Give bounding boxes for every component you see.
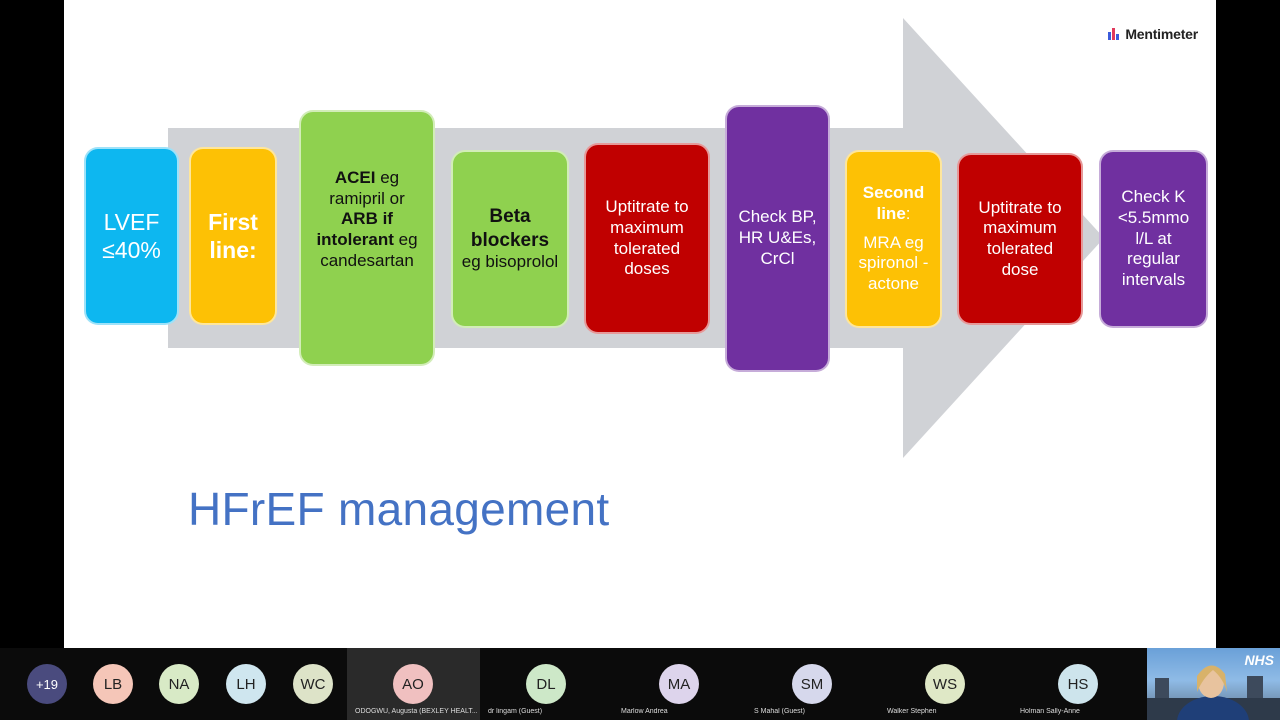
participant-tile[interactable]: HS Holman Sally-Anne bbox=[1012, 648, 1145, 720]
uptitrate-doses-text: Uptitrate to maximum tolerated doses bbox=[605, 197, 689, 279]
second-line-colon: : bbox=[905, 203, 911, 223]
check-bp-text: Check BP, HR U&Es, CrCl bbox=[738, 207, 817, 268]
lvef-box: LVEF ≤40% bbox=[84, 147, 179, 325]
second-line-label: Second line bbox=[862, 183, 925, 223]
participant-tile[interactable]: AO ODOGWU, Augusta (BEXLEY HEALT... bbox=[347, 648, 480, 720]
acei-box: ACEI eg ramipril or ARB if intolerant eg… bbox=[299, 110, 435, 366]
lvef-text: LVEF ≤40% bbox=[102, 208, 161, 263]
participant-avatar: MA bbox=[659, 664, 699, 704]
presentation-slide: Mentimeter LVEF ≤40% First line: ACEI eg… bbox=[64, 0, 1216, 648]
slide-title: HFrEF management bbox=[188, 483, 610, 535]
check-k-box: Check K <5.5mmo l/L at regular intervals bbox=[1099, 150, 1208, 328]
mentimeter-label: Mentimeter bbox=[1125, 26, 1198, 42]
more-participants-count: +19 bbox=[35, 676, 59, 692]
participant-avatar[interactable]: LH bbox=[226, 664, 266, 704]
acei-eg: eg ramipril or bbox=[329, 168, 405, 208]
mentimeter-logo: Mentimeter bbox=[1108, 26, 1198, 42]
participant-avatar[interactable]: LB bbox=[93, 664, 133, 704]
participant-name: S Mahal (Guest) bbox=[754, 708, 805, 715]
more-participants-button[interactable]: +19 bbox=[27, 664, 67, 704]
uptitrate-doses-box: Uptitrate to maximum tolerated doses bbox=[584, 143, 710, 334]
second-line-box: Second line: MRA eg spironol -actone bbox=[845, 150, 942, 328]
nhs-logo: NHS bbox=[1244, 652, 1274, 668]
participant-name: Holman Sally-Anne bbox=[1020, 708, 1080, 715]
participant-avatar: WS bbox=[925, 664, 965, 704]
participant-avatar[interactable]: NA bbox=[159, 664, 199, 704]
participant-avatar: AO bbox=[393, 664, 433, 704]
beta-blocker-label: Beta blockers bbox=[470, 206, 550, 251]
video-scene bbox=[1147, 665, 1280, 720]
participant-avatar: DL bbox=[526, 664, 566, 704]
participant-avatar: HS bbox=[1058, 664, 1098, 704]
second-line-mra: MRA eg spironol -actone bbox=[858, 232, 929, 294]
participant-tile[interactable]: SM S Mahal (Guest) bbox=[746, 648, 879, 720]
participant-name: ODOGWU, Augusta (BEXLEY HEALT... bbox=[355, 708, 477, 715]
first-line-box: First line: bbox=[189, 147, 277, 325]
uptitrate-dose-text: Uptitrate to maximum tolerated dose bbox=[978, 197, 1062, 279]
participant-name: Marlow Andrea bbox=[621, 708, 668, 715]
arb-eg: eg candesartan bbox=[320, 230, 418, 270]
check-bp-box: Check BP, HR U&Es, CrCl bbox=[725, 105, 830, 372]
participant-name: dr lingam (Guest) bbox=[488, 708, 543, 715]
arb-label: ARB if intolerant bbox=[316, 209, 394, 250]
participant-tile[interactable]: MA Marlow Andrea bbox=[613, 648, 746, 720]
beta-blocker-eg: eg bisoprolol bbox=[461, 251, 559, 271]
participant-tile[interactable]: WS Walker Stephen bbox=[879, 648, 1012, 720]
beta-blocker-box: Beta blockers eg bisoprolol bbox=[451, 150, 569, 328]
participant-tile[interactable]: DL dr lingam (Guest) bbox=[480, 648, 613, 720]
check-k-text: Check K <5.5mmo l/L at regular intervals bbox=[1117, 187, 1190, 290]
presenter-video[interactable]: NHS bbox=[1147, 648, 1280, 720]
uptitrate-dose-box: Uptitrate to maximum tolerated dose bbox=[957, 153, 1083, 325]
participant-name: Walker Stephen bbox=[887, 708, 937, 715]
acei-label: ACEI bbox=[334, 168, 376, 187]
participant-bar: +19 LB NA LH WC AO ODOGWU, Augusta (BEXLEY HE… bbox=[0, 648, 1280, 720]
participant-avatar[interactable]: WC bbox=[293, 664, 333, 704]
mentimeter-icon bbox=[1108, 28, 1120, 40]
participant-avatar: SM bbox=[792, 664, 832, 704]
first-line-text: First line: bbox=[208, 208, 258, 263]
